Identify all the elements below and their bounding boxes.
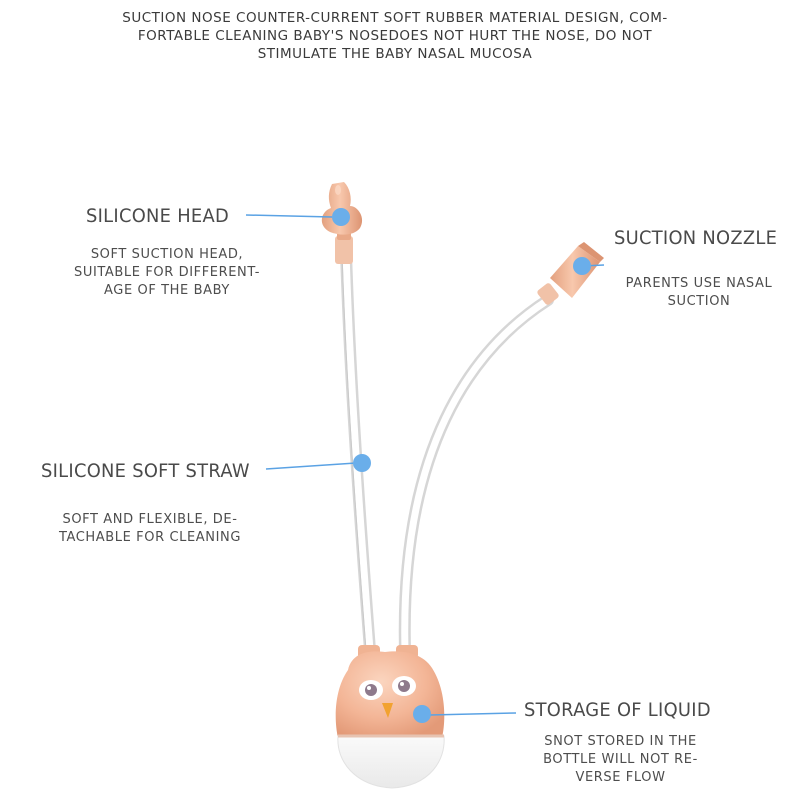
silicone-soft-straw-description: SOFT AND FLEXIBLE, DE- TACHABLE FOR CLEA… — [50, 511, 250, 547]
storage-of-liquid-description: SNOT STORED IN THE BOTTLE WILL NOT RE- V… — [528, 733, 713, 787]
intro-line: SUCTION NOSE COUNTER-CURRENT SOFT RUBBER… — [122, 10, 668, 26]
description-line: SNOT STORED IN THE — [544, 734, 697, 749]
description-line: SOFT AND FLEXIBLE, DE- — [62, 512, 238, 527]
silicone-head-title: SILICONE HEAD — [86, 205, 230, 227]
suction-nozzle — [537, 242, 604, 305]
description-line: TACHABLE FOR CLEANING — [58, 530, 242, 545]
description-line: PARENTS USE NASAL — [625, 276, 773, 291]
owl-body — [335, 651, 445, 738]
left-straw-edge — [341, 251, 367, 651]
description-line: VERSE FLOW — [575, 770, 666, 785]
storage-leader — [429, 712, 517, 716]
intro-text: SUCTION NOSE COUNTER-CURRENT SOFT RUBBER… — [95, 9, 695, 63]
description-line: SOFT SUCTION HEAD, — [90, 247, 244, 262]
intro-line: FORTABLE CLEANING BABY'S NOSEDOES NOT HU… — [137, 28, 653, 44]
left-straw-highlight — [342, 248, 374, 654]
right-straw-highlight — [401, 296, 552, 654]
silicone-head-leader — [245, 214, 333, 218]
suction-nozzle-title: SUCTION NOZZLE — [614, 227, 778, 249]
storage-bottle — [337, 734, 445, 789]
silicone-head-description: SOFT SUCTION HEAD, SUITABLE FOR DIFFEREN… — [67, 246, 267, 300]
suction-nozzle-marker — [573, 257, 591, 275]
storage-marker — [413, 705, 431, 723]
silicone-soft-straw-title: SILICONE SOFT STRAW — [41, 460, 250, 482]
silicone-head-marker — [332, 208, 350, 226]
description-line: SUITABLE FOR DIFFERENT- — [73, 265, 261, 280]
soft-straw-leader — [265, 462, 357, 470]
description-line: AGE OF THE BABY — [104, 283, 230, 298]
description-line: SUCTION — [667, 294, 731, 309]
suction-nozzle-description: PARENTS USE NASAL SUCTION — [614, 275, 784, 311]
soft-straw-marker — [353, 454, 371, 472]
intro-line: STIMULATE THE BABY NASAL MUCOSA — [257, 46, 533, 62]
description-line: BOTTLE WILL NOT RE- — [543, 752, 698, 767]
storage-of-liquid-title: STORAGE OF LIQUID — [524, 699, 711, 721]
